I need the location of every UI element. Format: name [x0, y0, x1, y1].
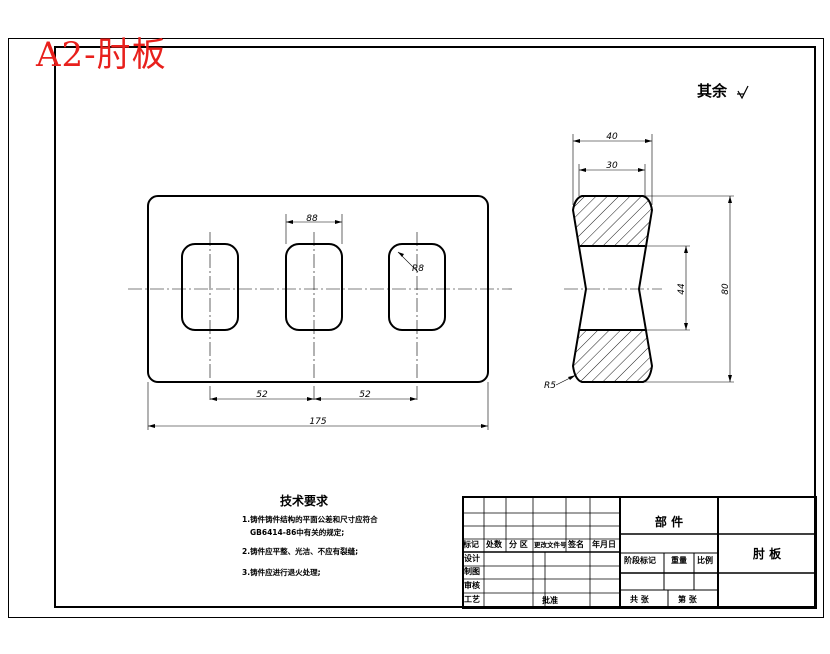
row-header-count: 处数 [486, 540, 502, 549]
roughness-symbol [737, 85, 749, 100]
front-view: 88 R8 52 52 175 [128, 195, 512, 430]
dim-side-top-width: 40 [606, 132, 618, 142]
label-sheet-total: 共 张 [630, 595, 649, 604]
label-sheet-number: 第 张 [678, 595, 697, 604]
label-stage-mark: 阶段标记 [624, 556, 656, 565]
title-block-grid [462, 496, 817, 609]
dim-side-hole-height: 44 [677, 283, 687, 295]
dim-side-inner-width: 30 [606, 161, 618, 171]
label-approve: 批准 [542, 596, 558, 605]
roughness-note: 其余 [697, 80, 727, 101]
row-header-mark: 标记 [463, 540, 479, 549]
row-header-change-doc: 更改文件号 [534, 541, 567, 549]
roughness-note-text: 其余 [697, 82, 728, 100]
front-centerlines [128, 232, 512, 402]
row-header-date: 年月日 [592, 540, 616, 549]
dim-side-corner-radius: R5 [544, 381, 556, 391]
side-dimension-lines [555, 134, 734, 386]
dim-pitch-left: 52 [256, 390, 268, 400]
tech-requirement-2: 2.铸件应平整、光洁、不应有裂缝; [242, 547, 359, 556]
dim-slot-width: 88 [306, 214, 318, 224]
label-drafting: 制图 [464, 567, 480, 576]
tech-requirement-1-cont: GB6414-86中有关的规定; [250, 528, 345, 537]
outer-border [8, 38, 824, 618]
label-scale: 比例 [697, 556, 713, 565]
label-weight: 重量 [671, 556, 687, 565]
row-header-zone: 分 区 [509, 540, 528, 549]
label-review: 审核 [464, 581, 480, 590]
dim-pitch-right: 52 [359, 390, 371, 400]
part-name-label: 肘 板 [752, 547, 782, 561]
inner-border [54, 46, 816, 608]
row-header-signature: 签名 [568, 540, 584, 549]
dim-slot-radius: R8 [412, 264, 424, 274]
drawing-title: A2-肘板 [36, 35, 167, 75]
section-bottom-hatch [573, 330, 652, 382]
section-top-hatch [573, 196, 652, 246]
front-dimension-lines [147, 214, 489, 430]
label-design: 设计 [464, 554, 480, 563]
part-kind-label: 部 件 [654, 515, 684, 529]
tech-requirement-3: 3.铸件应进行退火处理; [242, 568, 321, 577]
tech-requirement-1: 1.铸件铸件结构的平面公差和尺寸应符合 [242, 515, 378, 524]
dim-overall-length: 175 [309, 417, 326, 427]
dim-side-overall-height: 80 [721, 283, 731, 295]
label-process: 工艺 [464, 595, 480, 604]
tech-requirements-title: 技术要求 [280, 494, 329, 508]
front-dimension-arrows [148, 220, 488, 428]
side-view: 40 30 44 80 R5 [544, 132, 734, 391]
side-dimension-arrows [568, 139, 732, 382]
